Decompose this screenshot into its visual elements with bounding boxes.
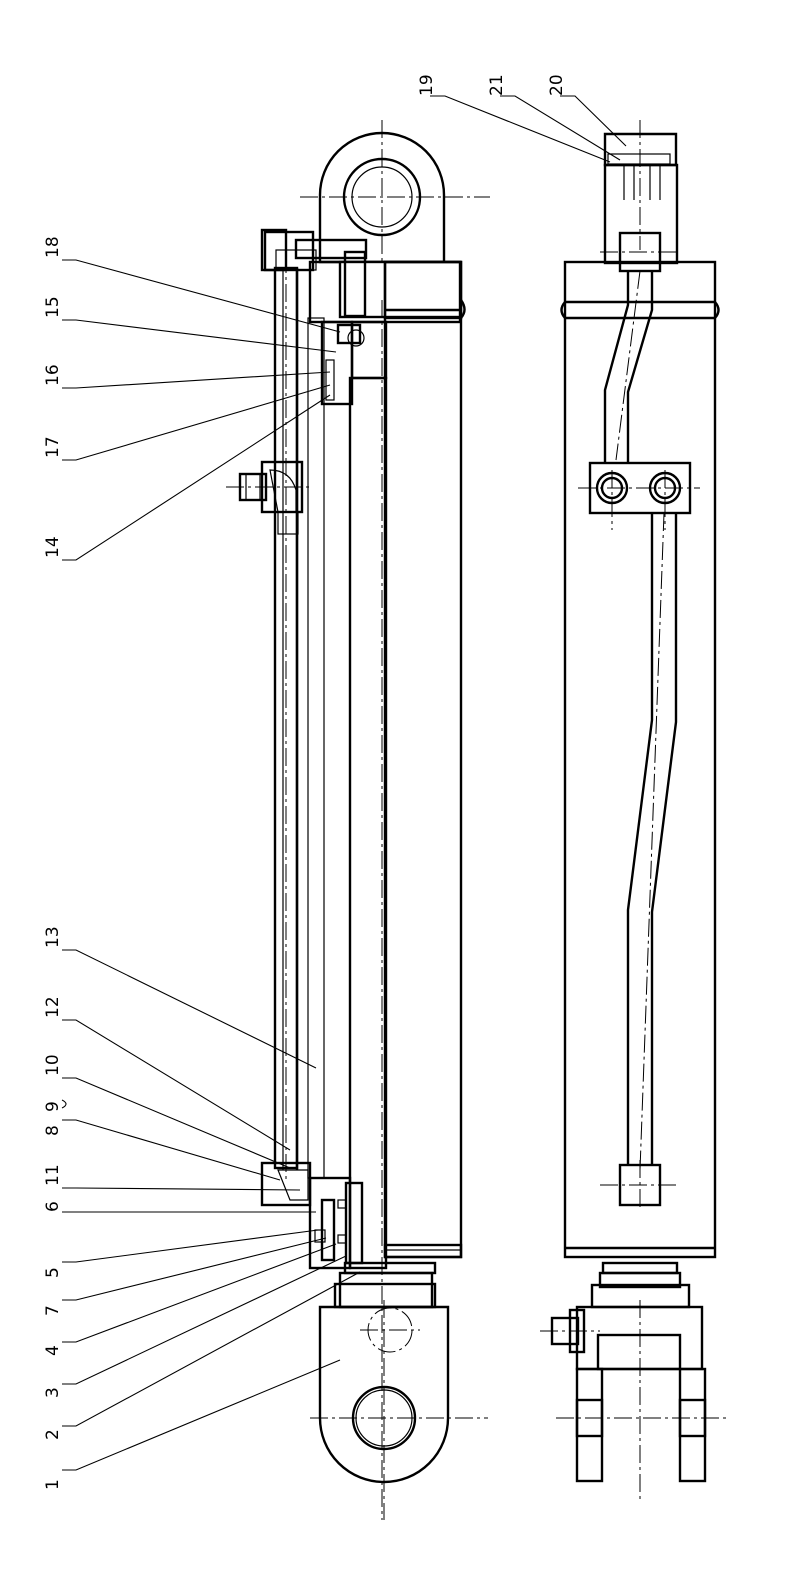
callout-21: 21	[487, 74, 507, 96]
brace-9-8	[61, 1099, 67, 1109]
callout-18: 18	[43, 236, 63, 258]
section-view	[226, 120, 490, 1520]
top-end-cap	[603, 120, 679, 265]
cylinder-body	[563, 260, 717, 1259]
callout-11: 11	[43, 1164, 63, 1186]
port-fitting-upper	[226, 460, 310, 535]
gland-assembly	[260, 1161, 463, 1270]
bottom-fork	[540, 1300, 726, 1500]
callout-9: 9	[43, 1101, 63, 1112]
callout-17: 17	[43, 436, 63, 458]
top-clevis-eye	[300, 120, 490, 280]
pipe-clamp	[578, 461, 700, 530]
piston-assembly	[320, 320, 388, 406]
callout-7: 7	[43, 1305, 63, 1316]
callout-19: 19	[417, 74, 437, 96]
callout-8: 8	[43, 1125, 63, 1136]
callout-3: 3	[43, 1387, 63, 1398]
callout-20: 20	[547, 74, 567, 96]
callout-10: 10	[43, 1054, 63, 1076]
callout-16: 16	[43, 364, 63, 386]
callout-4: 4	[43, 1345, 63, 1356]
callout-6: 6	[43, 1201, 63, 1212]
exterior-view	[540, 120, 726, 1500]
piston-rod	[348, 376, 388, 1270]
cylinder-tube	[383, 260, 463, 1259]
callout-14: 14	[43, 536, 63, 558]
callout-5: 5	[43, 1267, 63, 1278]
callout-labels: 19 21 20 18 15 16 17 14 13 12 10 9 8 11 …	[43, 74, 567, 1490]
leader-lines	[62, 95, 627, 1471]
callout-12: 12	[43, 996, 63, 1018]
callout-2: 2	[43, 1429, 63, 1440]
bottom-clevis-eye	[310, 1300, 488, 1520]
callout-1: 1	[43, 1479, 63, 1490]
callout-13: 13	[43, 926, 63, 948]
callout-15: 15	[43, 296, 63, 318]
